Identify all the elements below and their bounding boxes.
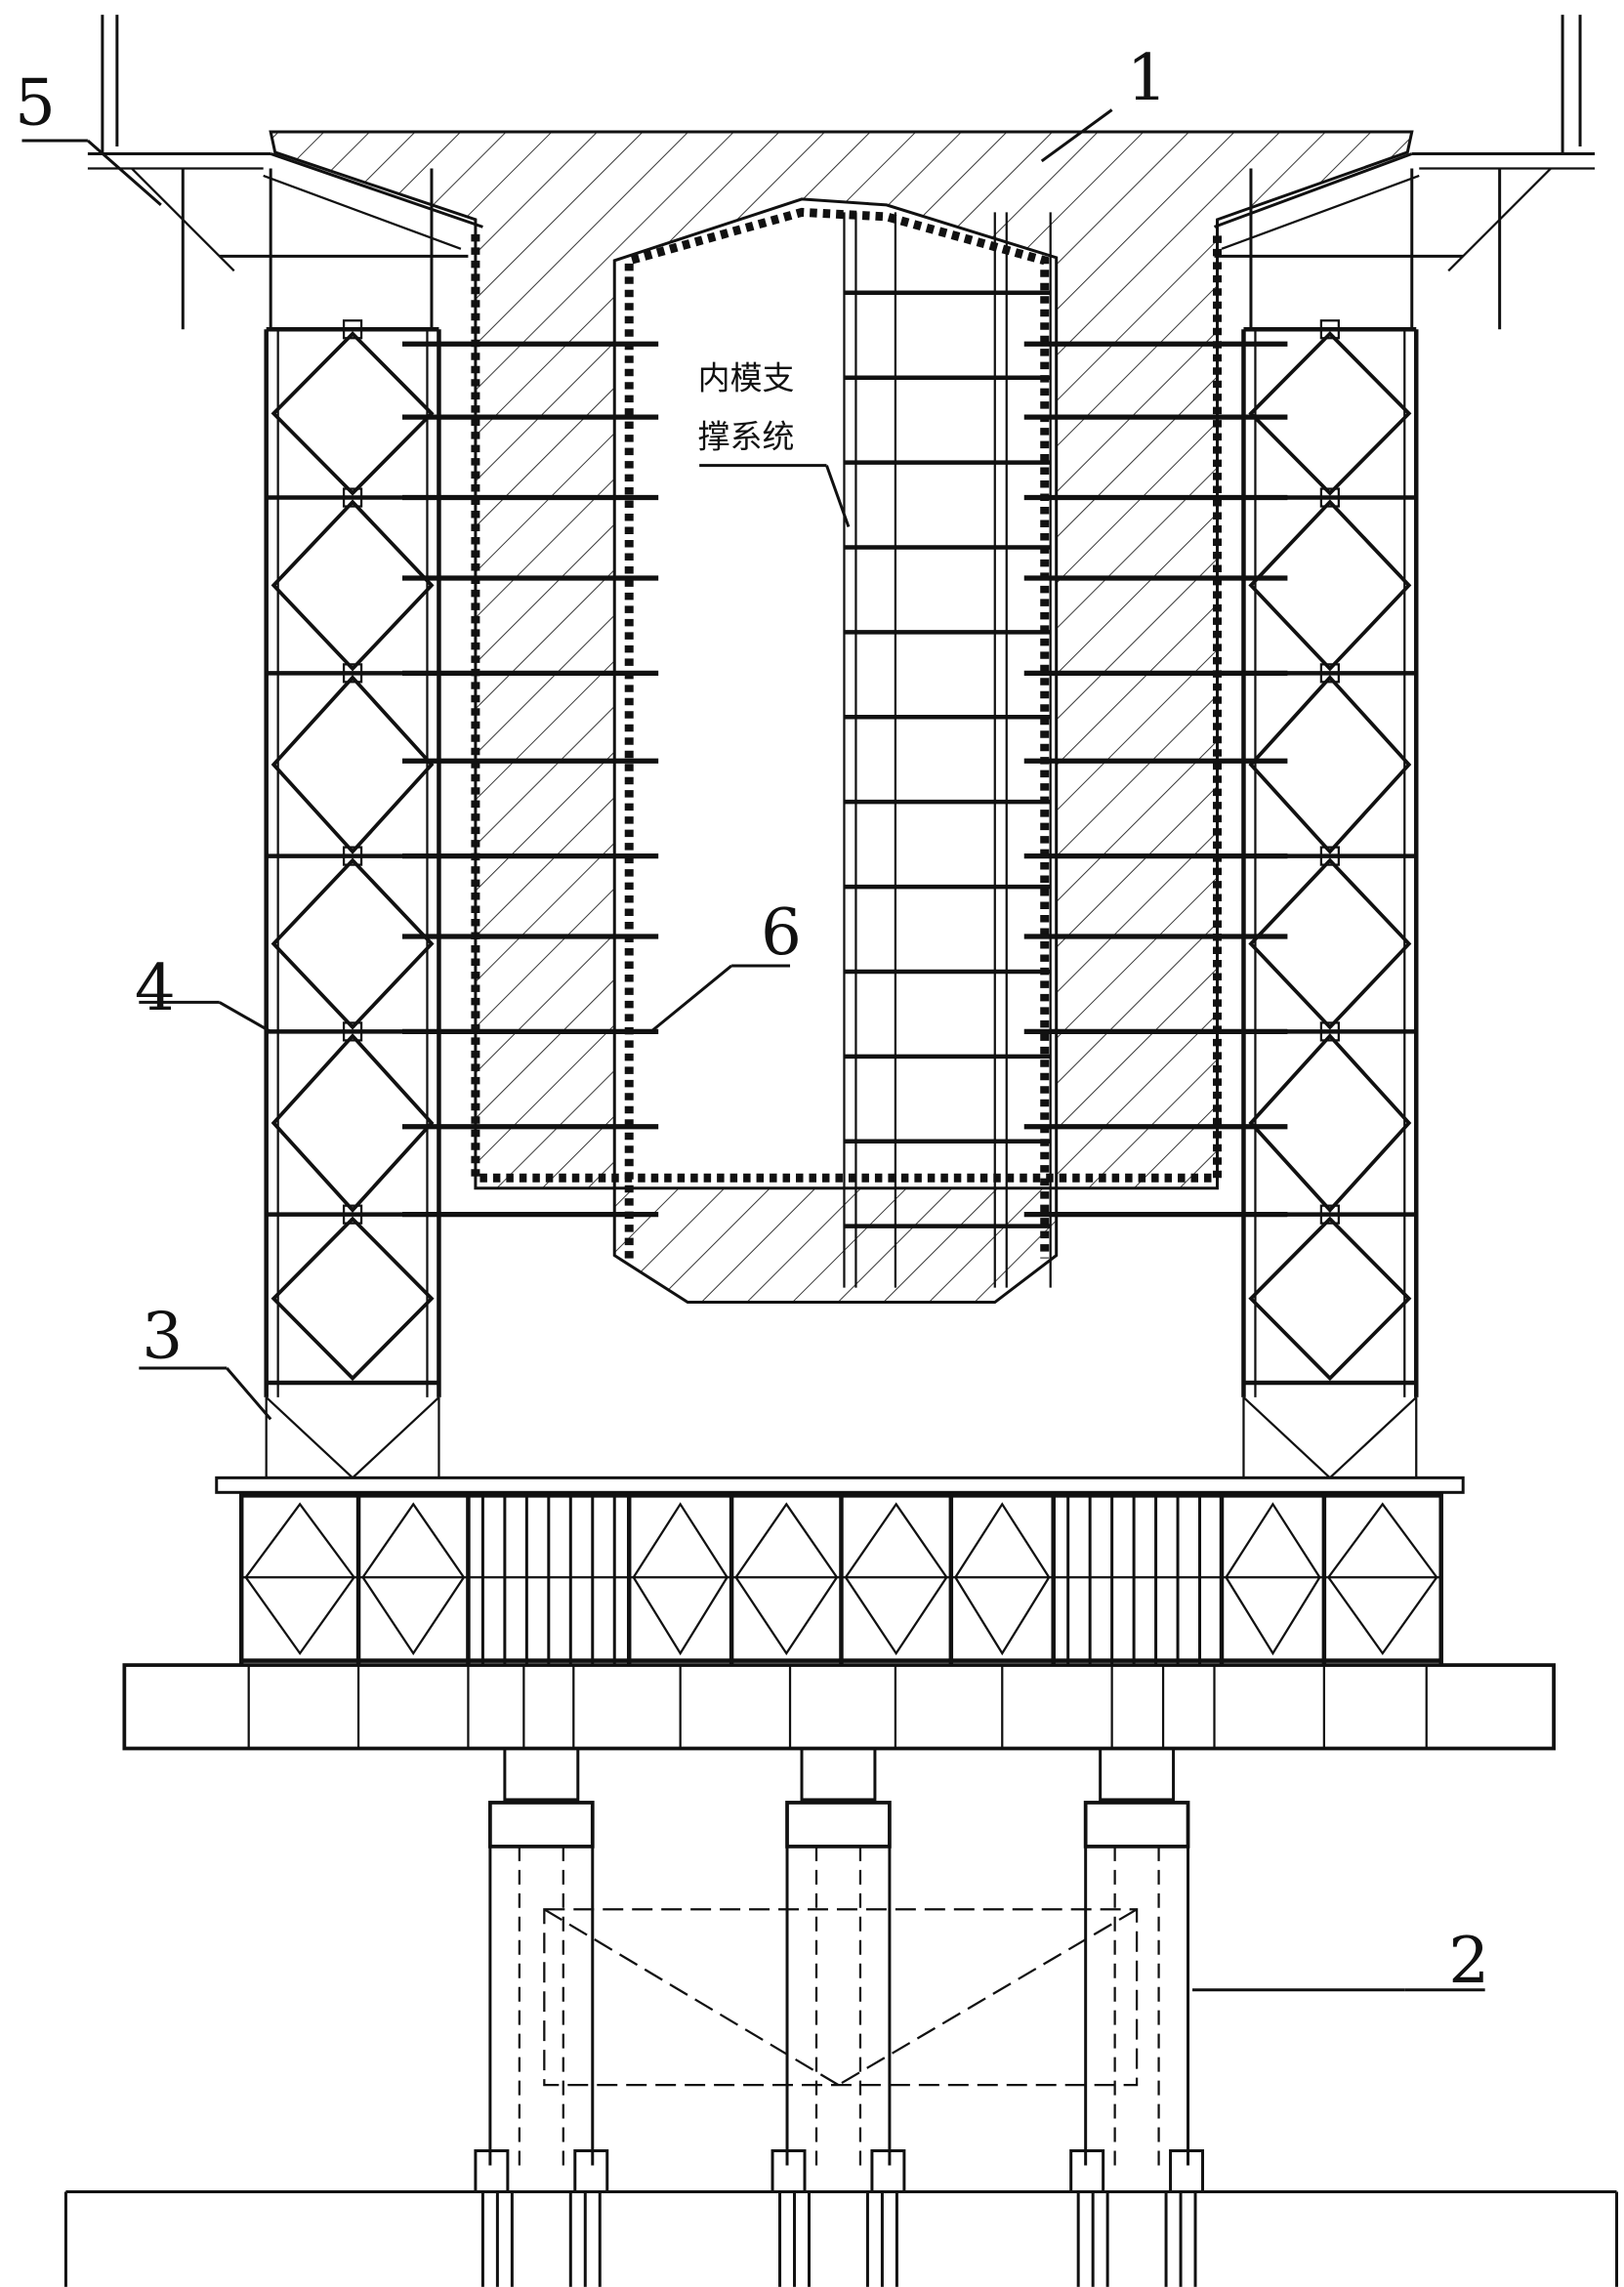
bearing-platform <box>217 1477 1463 1492</box>
leader-5 <box>88 141 161 205</box>
diamond-brace <box>1251 1219 1409 1378</box>
diamond-brace <box>273 334 432 493</box>
label-3: 3 <box>142 1298 183 1373</box>
truss-diamond <box>736 1504 837 1653</box>
truss-diamond <box>1328 1504 1437 1653</box>
column-head <box>505 1749 578 1800</box>
wedge-block <box>1330 1397 1416 1477</box>
diamond-brace <box>1251 334 1409 493</box>
label-2: 2 <box>1448 1923 1489 1998</box>
column-head <box>802 1749 875 1800</box>
leader-4 <box>220 1002 271 1031</box>
truss-diamond <box>634 1504 728 1653</box>
base-beam <box>124 1665 1554 1748</box>
column-head <box>1101 1749 1174 1800</box>
column-cap <box>787 1803 890 1847</box>
truss-diamond <box>955 1504 1049 1653</box>
diamond-brace <box>273 860 432 1027</box>
wedge-block <box>353 1397 438 1477</box>
wedge-block <box>1243 1397 1329 1477</box>
diamond-brace <box>1251 860 1409 1027</box>
label-4: 4 <box>135 950 176 1025</box>
truss-diamond <box>363 1504 464 1653</box>
diamond-brace <box>273 1219 432 1378</box>
diamond-brace <box>1251 1036 1409 1210</box>
column-cap <box>1086 1803 1188 1847</box>
column-bracing <box>838 1909 1137 2085</box>
label-1: 1 <box>1127 40 1168 115</box>
truss-diamond <box>846 1504 946 1653</box>
column-cap <box>490 1803 593 1847</box>
diamond-brace <box>273 502 432 669</box>
truss-diamond <box>1226 1504 1319 1653</box>
diamond-brace <box>273 1036 432 1210</box>
diamond-brace <box>1251 502 1409 669</box>
column-bracing <box>544 1909 838 2085</box>
inner-support-label-line1: 内模支 <box>698 359 795 397</box>
wedge-block <box>267 1397 353 1477</box>
inner-support-label-line2: 撑系统 <box>698 418 795 456</box>
diamond-brace <box>273 678 432 852</box>
label-6: 6 <box>761 894 802 970</box>
truss-diamond <box>246 1504 354 1653</box>
diamond-brace <box>1251 678 1409 852</box>
label-5: 5 <box>15 65 56 141</box>
column-bracing <box>544 1909 1137 2085</box>
leader-6 <box>651 966 731 1031</box>
